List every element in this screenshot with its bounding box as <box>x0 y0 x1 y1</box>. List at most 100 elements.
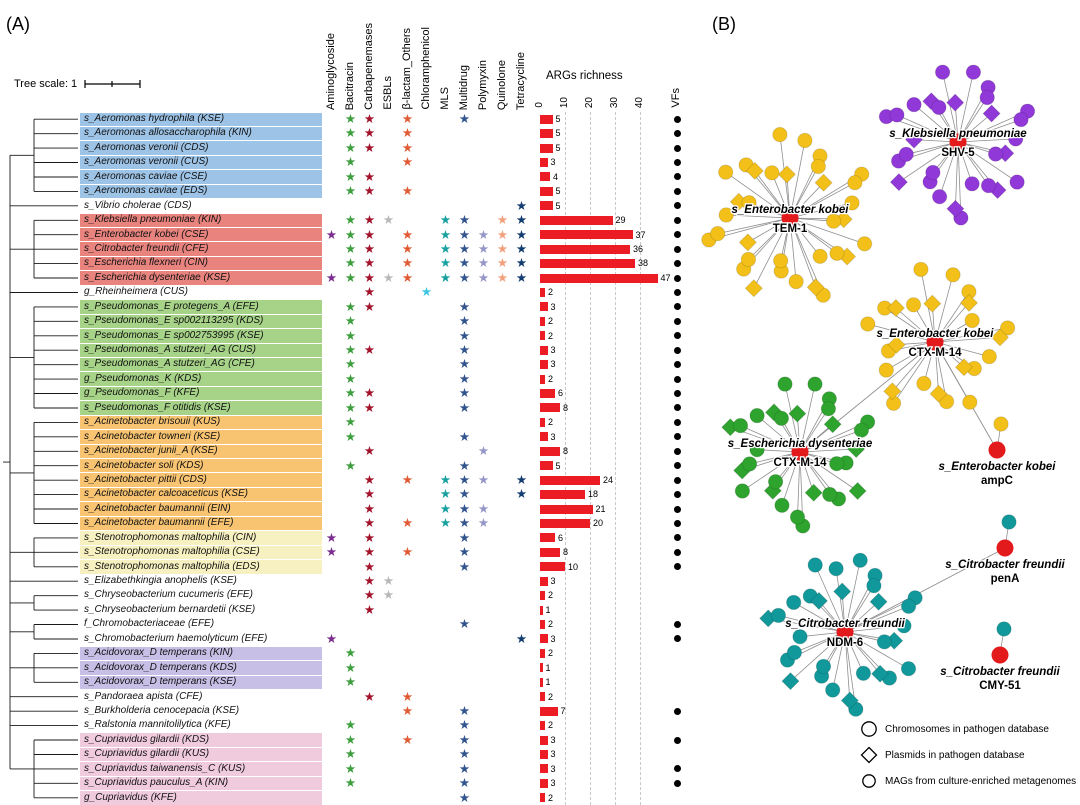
taxon-row: g_Pseudomonas_F (KFE)★★★6 <box>0 386 700 400</box>
taxon-row: s_Citrobacter freundii (CFE)★★★★★★★★36 <box>0 242 700 256</box>
args-bar <box>540 374 545 384</box>
category-header-label: Polymyxin <box>477 59 489 110</box>
resistance-star: ★ <box>363 343 376 357</box>
args-value: 3 <box>550 431 556 442</box>
resistance-star: ★ <box>363 689 376 704</box>
resistance-star: ★ <box>458 472 471 487</box>
plasmid-diamond-node <box>904 130 924 149</box>
resistance-star: ★ <box>496 270 509 285</box>
group-highlight-steno <box>80 531 322 545</box>
genome-circle-node <box>774 497 790 513</box>
network-edge <box>844 631 881 675</box>
taxon-label: s_Stenotrophomonas maltophilia (EDS) <box>84 560 260 572</box>
taxon-label: s_Pseudomonas_A stutzeri_AG (CUS) <box>84 344 256 355</box>
axis-tick-label: 0 <box>534 102 545 108</box>
genome-circle-node <box>979 89 995 106</box>
genome-circle-node <box>829 456 845 472</box>
network-edge <box>835 568 846 633</box>
resistance-star: ★ <box>401 732 414 747</box>
genome-circle-node <box>898 146 914 163</box>
category-header: β-lactam_Others <box>398 4 417 110</box>
taxon-label: s_Acinetobacter soli (KDS) <box>84 459 204 471</box>
args-bar <box>540 504 593 514</box>
arg-center-node <box>991 646 1009 664</box>
resistance-star: ★ <box>477 501 490 516</box>
genome-circle-node <box>812 248 828 264</box>
resistance-star: ★ <box>515 213 528 228</box>
resistance-star: ★ <box>363 241 376 256</box>
category-header-label: Tetracycline <box>515 51 527 110</box>
resistance-star: ★ <box>363 256 376 271</box>
group-highlight-entero <box>80 256 322 271</box>
genome-circle-node <box>777 376 793 392</box>
vf-dot <box>674 375 681 383</box>
vf-dot <box>674 231 681 239</box>
axis-tick: 30 <box>608 84 622 108</box>
axis-tick-label: 10 <box>559 96 570 108</box>
taxon-label: s_Pandoraea apista (CFE) <box>84 690 203 702</box>
genome-circle-node <box>820 401 837 417</box>
taxon-row: s_Acinetobacter junii_A (KSE)★★8 <box>0 444 700 458</box>
plasmid-diamond-node <box>809 591 829 611</box>
network-edge <box>754 170 791 219</box>
network-gene-label: NDM-6 <box>827 637 863 649</box>
taxon-label: s_Chryseobacterium cucumeris (EFE) <box>84 589 253 601</box>
resistance-star: ★ <box>363 140 376 155</box>
resistance-star: ★ <box>477 256 490 271</box>
network-edge <box>799 451 858 492</box>
network-edge <box>957 141 1018 183</box>
resistance-star: ★ <box>458 112 471 126</box>
network-edge <box>793 602 846 633</box>
resistance-star: ★ <box>344 126 357 141</box>
taxon-label: s_Acinetobacter calcoaceticus (KSE) <box>84 488 248 500</box>
resistance-star: ★ <box>363 516 376 531</box>
group-highlight-acinetobacter <box>80 415 322 430</box>
args-bar <box>540 389 555 399</box>
network-gene-label: SHV-5 <box>941 147 975 159</box>
taxon-label: g_Cupriavidus (KFE) <box>84 791 177 803</box>
network-edge <box>814 564 846 633</box>
resistance-star: ★ <box>363 285 376 300</box>
gene-networks: s_Klebsiella pneumoniaeSHV-5s_Enterobact… <box>701 64 1067 717</box>
args-value: 21 <box>595 503 606 514</box>
network-species-label: s_Citrobacter freundii <box>945 559 1065 571</box>
resistance-star: ★ <box>363 169 376 184</box>
resistance-star: ★ <box>458 458 471 473</box>
genome-circle-node <box>1009 174 1025 190</box>
group-highlight-cupriavidus <box>80 733 322 747</box>
group-highlight-acinetobacter <box>80 444 322 458</box>
resistance-star: ★ <box>458 357 471 372</box>
vf-dot <box>674 130 681 138</box>
network-species-label: s_Klebsiella pneumoniae <box>889 128 1027 140</box>
taxon-row: s_Stenotrophomonas maltophilia (CSE)★★★★… <box>0 545 700 559</box>
genome-circle-node <box>847 175 863 191</box>
taxon-row: s_Cupriavidus taiwanensis_C (KUS)★★3 <box>0 762 700 776</box>
taxon-label: s_Chromobacterium haemolyticum (EFE) <box>84 632 268 644</box>
resistance-star: ★ <box>344 155 357 170</box>
genome-circle-node <box>860 316 876 332</box>
network-legend: Chromosomes in pathogen database Plasmid… <box>860 716 1080 794</box>
args-value: 8 <box>563 402 569 413</box>
plasmid-diamond-node <box>959 293 979 313</box>
taxon-label: s_Cupriavidus gilardii (KDS) <box>84 733 210 745</box>
resistance-star: ★ <box>458 299 471 314</box>
group-highlight-cupriavidus <box>80 791 322 805</box>
network-edge <box>725 171 791 219</box>
genome-circle-node <box>913 261 929 278</box>
args-bar <box>540 114 553 124</box>
resistance-star: ★ <box>344 718 357 733</box>
network-edge <box>789 202 853 219</box>
network-edge <box>748 217 791 260</box>
genome-circle-node <box>999 320 1016 336</box>
resistance-star: ★ <box>363 227 376 242</box>
args-value: 2 <box>548 316 554 327</box>
group-highlight-acinetobacter <box>80 516 322 531</box>
resistance-star: ★ <box>515 270 528 285</box>
args-bar <box>540 432 548 442</box>
axis-tick-label: 30 <box>609 96 620 108</box>
network-edge <box>898 141 959 183</box>
